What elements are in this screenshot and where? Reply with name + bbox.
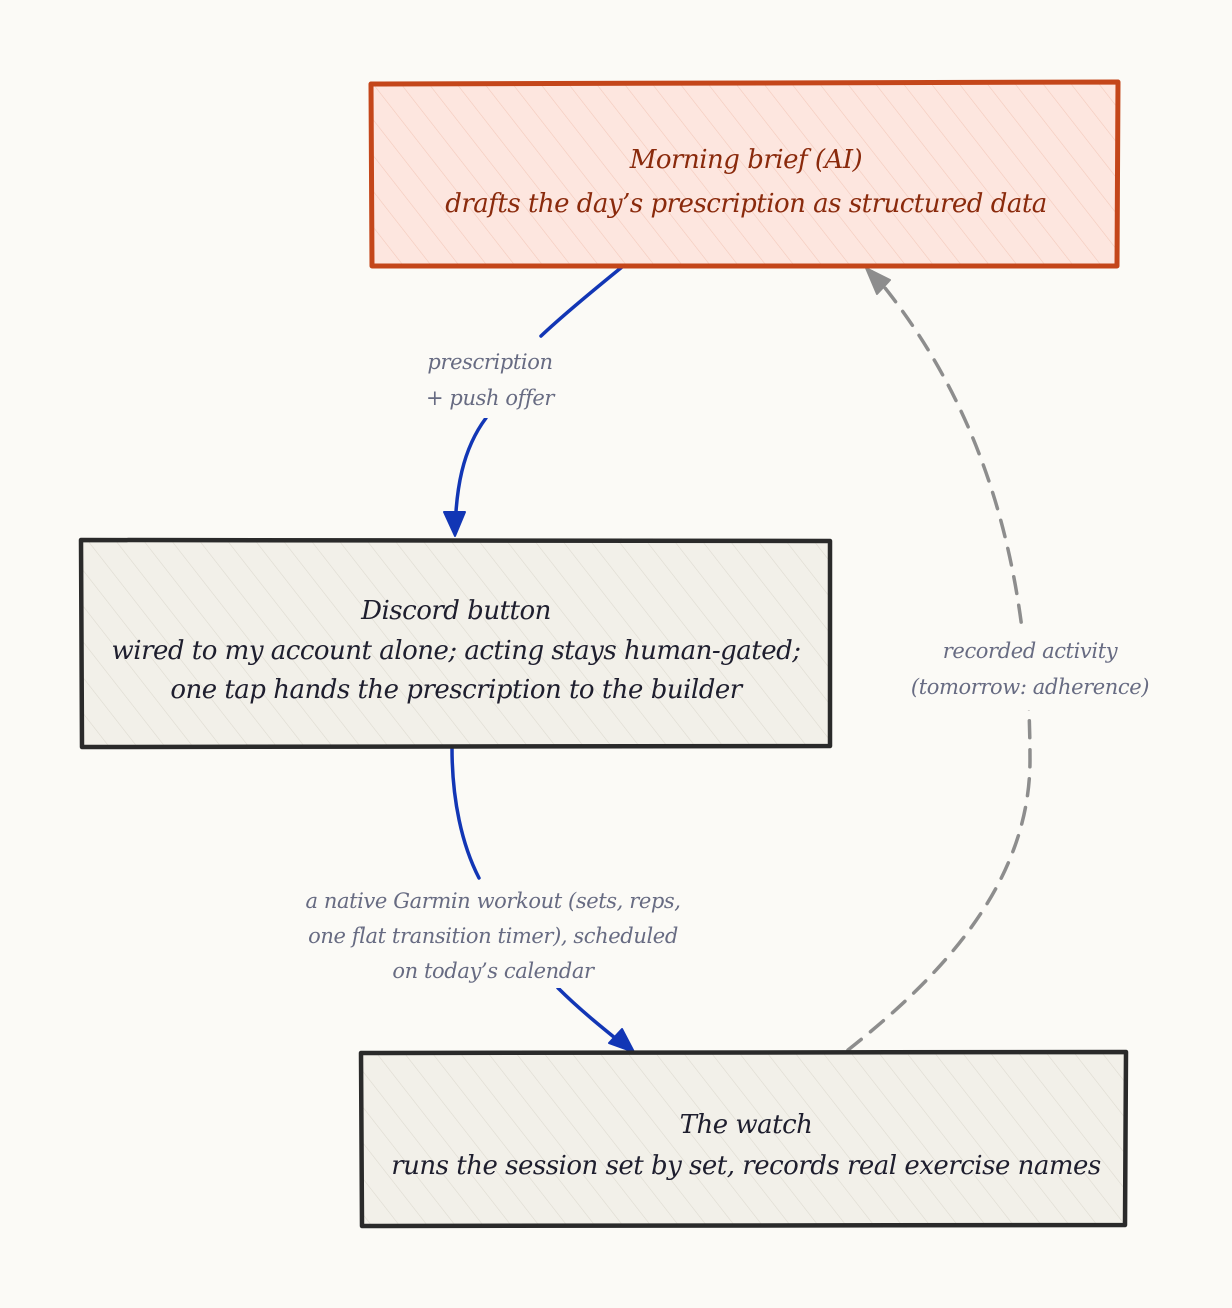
node-the-watch-line: runs the session set by set, records rea… [391,1151,1101,1181]
node-discord-button-line-2: one tap hands the prescription to the bu… [170,675,743,705]
edge-brief-to-discord [443,265,624,537]
edge-label-mask [284,880,704,988]
edge-label-mask [410,340,570,418]
arrowhead-down-right-icon [608,1028,635,1053]
node-discord-button-line-1: wired to my account alone; acting stays … [112,636,801,666]
edge-watch-to-brief [846,267,1032,1052]
node-discord-button-title: Discord button [360,596,551,626]
node-morning-brief-hatch [372,84,1118,266]
edge-discord-to-watch [450,746,635,1053]
node-the-watch-title: The watch [680,1110,813,1140]
edge-brief-to-discord-line [539,265,624,338]
node-the-watch: The watch runs the session set by set, r… [358,1049,1129,1229]
edge-label-line: prescription [427,350,552,374]
edge-label-discord-to-watch: a native Garmin workout (sets, reps, one… [305,889,681,983]
edge-label-mask [900,628,1162,710]
edge-label-line: a native Garmin workout (sets, reps, [305,889,680,913]
node-morning-brief-line: drafts the day’s prescription as structu… [445,189,1047,219]
arrowhead-down-icon [443,511,466,537]
node-the-watch-hatch [362,1052,1126,1226]
edge-label-watch-to-brief: recorded activity (tomorrow: adherence) [911,639,1150,699]
node-discord-button-hatch [82,540,830,748]
edge-discord-to-watch-line [450,746,481,880]
edge-label-line: on today’s calendar [392,959,596,983]
node-morning-brief-border [368,79,1121,269]
node-discord-button: Discord button wired to my account alone… [78,537,833,750]
arrowhead-up-icon [865,267,891,295]
node-morning-brief-title: Morning brief (AI) [629,145,862,175]
edge-label-line: (tomorrow: adherence) [911,675,1149,699]
node-the-watch-border [358,1049,1129,1229]
edge-label-brief-to-discord: prescription + push offer [426,350,557,410]
edge-watch-to-brief-line [846,270,1032,1052]
node-morning-brief: Morning brief (AI) drafts the day’s pres… [368,79,1121,269]
edge-label-line: recorded activity [943,639,1119,663]
edge-label-line: one flat transition timer), scheduled [308,924,678,948]
edge-label-line: + push offer [426,386,556,410]
node-discord-button-border [78,537,833,750]
